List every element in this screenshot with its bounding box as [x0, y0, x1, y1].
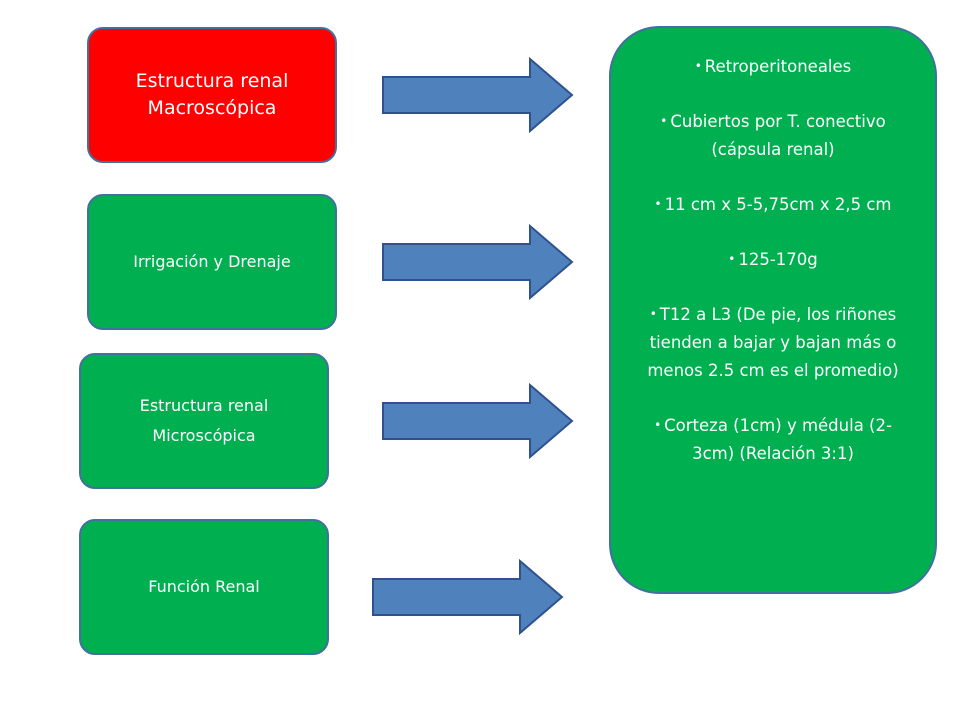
box-label: Estructura renal Macroscópica — [135, 70, 289, 119]
box-estructura-microscopica[interactable]: Estructura renal Microscópica — [79, 353, 329, 489]
details-item: •Cubiertos por T. conectivo (cápsula ren… — [660, 112, 886, 159]
box-label: Irrigación y Drenaje — [133, 252, 291, 271]
right-arrow-icon — [382, 383, 576, 459]
details-item: •125-170g — [728, 250, 818, 269]
bullet-icon: • — [660, 114, 668, 128]
details-item: •11 cm x 5-5,75cm x 2,5 cm — [654, 195, 892, 214]
details-list: •Retroperitoneales •Cubiertos por T. con… — [637, 52, 909, 468]
details-panel: •Retroperitoneales •Cubiertos por T. con… — [609, 26, 937, 594]
bullet-icon: • — [649, 307, 657, 321]
right-arrow-icon — [372, 559, 566, 635]
box-irrigacion-drenaje[interactable]: Irrigación y Drenaje — [87, 194, 337, 330]
bullet-icon: • — [654, 197, 662, 211]
bullet-icon: • — [654, 418, 662, 432]
details-item: •T12 a L3 (De pie, los riñones tienden a… — [647, 305, 899, 380]
box-funcion-renal[interactable]: Función Renal — [79, 519, 329, 655]
details-item: •Retroperitoneales — [694, 57, 852, 76]
bullet-icon: • — [728, 252, 736, 266]
box-label: Función Renal — [148, 577, 260, 596]
bullet-icon: • — [694, 59, 702, 73]
box-estructura-macroscopica[interactable]: Estructura renal Macroscópica — [87, 27, 337, 163]
right-arrow-icon — [382, 57, 576, 133]
details-item: •Corteza (1cm) y médula (2-3cm) (Relació… — [654, 416, 892, 463]
right-arrow-icon — [382, 224, 576, 300]
box-label: Estructura renal Microscópica — [139, 396, 269, 445]
